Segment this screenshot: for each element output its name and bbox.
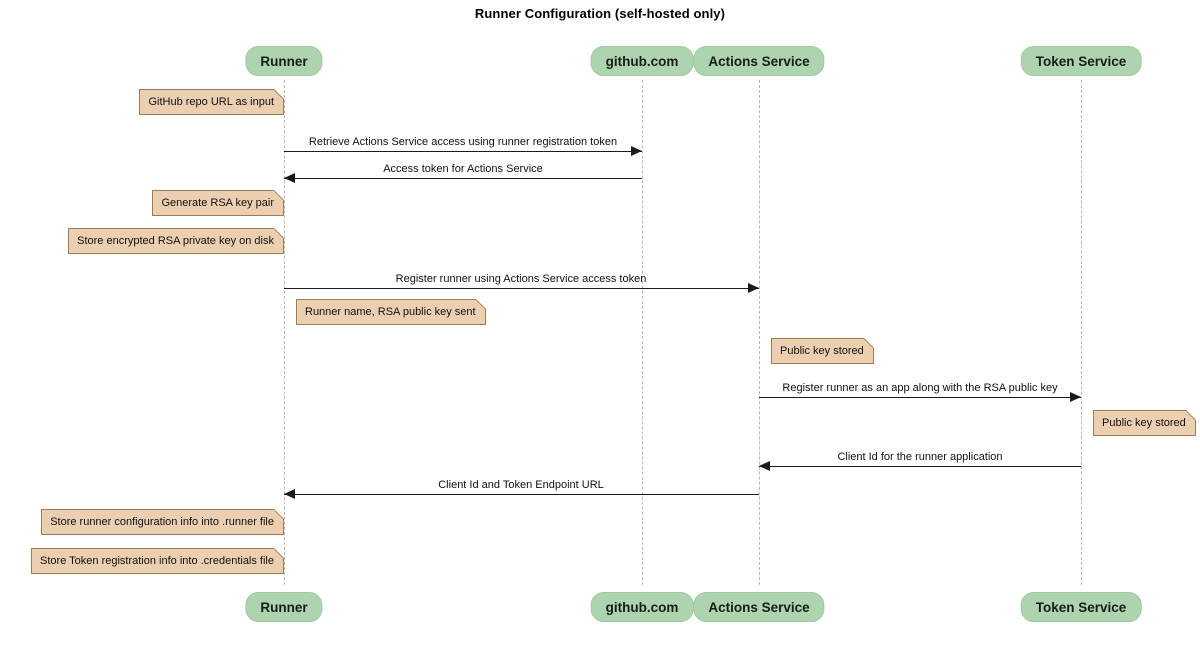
participant-actions-bottom[interactable]: Actions Service [693, 592, 825, 622]
message-label-client-id: Client Id for the runner application [837, 451, 1003, 463]
message-line-client-id [759, 466, 1081, 467]
arrowhead-client-id [759, 461, 770, 471]
arrowhead-register-runner [748, 283, 759, 293]
participant-github-top[interactable]: github.com [590, 46, 694, 76]
message-label-access-token: Access token for Actions Service [383, 163, 543, 175]
note-public-key-stored-actions: Public key stored [771, 338, 874, 364]
message-label-register-runner-as-app: Register runner as an app along with the… [782, 382, 1058, 394]
message-label-retrieve-actions-access: Retrieve Actions Service access using ru… [308, 136, 618, 148]
message-line-retrieve-actions-access [284, 151, 642, 152]
note-runner-name-public-key: Runner name, RSA public key sent [296, 299, 486, 325]
message-line-register-runner-as-app [759, 397, 1081, 398]
message-line-client-id-token-endpoint [284, 494, 759, 495]
participant-actions-top[interactable]: Actions Service [693, 46, 825, 76]
lifeline-token [1081, 80, 1082, 585]
arrowhead-access-token [284, 173, 295, 183]
note-github-repo-url: GitHub repo URL as input [139, 89, 284, 115]
note-generate-rsa-key-pair: Generate RSA key pair [152, 190, 284, 216]
message-line-access-token [284, 178, 642, 179]
lifeline-github [642, 80, 643, 585]
note-store-encrypted-private-key: Store encrypted RSA private key on disk [68, 228, 284, 254]
arrowhead-retrieve-actions-access [631, 146, 642, 156]
participant-github-bottom[interactable]: github.com [590, 592, 694, 622]
note-store-runner-config: Store runner configuration info into .ru… [41, 509, 284, 535]
participant-runner-top[interactable]: Runner [245, 46, 323, 76]
participant-token-bottom[interactable]: Token Service [1020, 592, 1142, 622]
note-public-key-stored-token: Public key stored [1093, 410, 1196, 436]
arrowhead-client-id-token-endpoint [284, 489, 295, 499]
message-label-register-runner: Register runner using Actions Service ac… [395, 273, 647, 285]
message-line-register-runner [284, 288, 759, 289]
lifeline-runner [284, 80, 285, 585]
lifeline-actions [759, 80, 760, 585]
message-label-client-id-token-endpoint: Client Id and Token Endpoint URL [438, 479, 604, 491]
participant-runner-bottom[interactable]: Runner [245, 592, 323, 622]
arrowhead-register-runner-as-app [1070, 392, 1081, 402]
participant-token-top[interactable]: Token Service [1020, 46, 1142, 76]
diagram-title: Runner Configuration (self-hosted only) [474, 6, 726, 21]
note-store-token-registration: Store Token registration info into .cred… [31, 548, 284, 574]
